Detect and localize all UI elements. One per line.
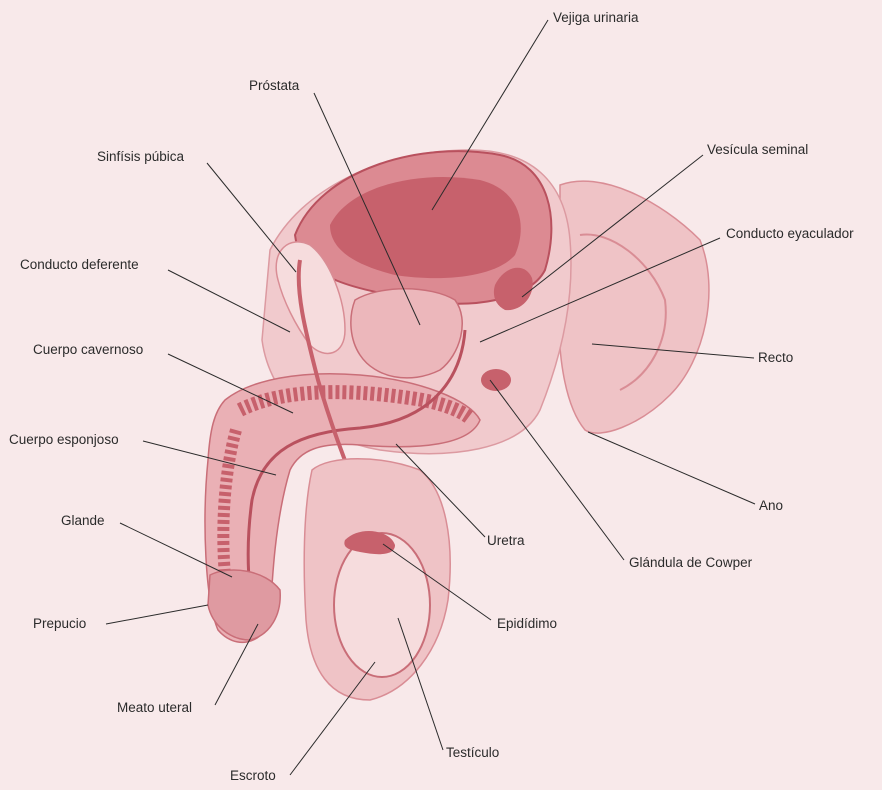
- label-vejiga-urinaria: Vejiga urinaria: [553, 11, 639, 25]
- label-vesicula-seminal: Vesícula seminal: [707, 143, 808, 157]
- label-ano: Ano: [759, 499, 783, 513]
- label-prostata: Próstata: [249, 79, 299, 93]
- label-cuerpo-esponjoso: Cuerpo esponjoso: [9, 433, 119, 447]
- label-sinfisis-pubica: Sinfísis púbica: [97, 150, 184, 164]
- label-glandula-cowper: Glándula de Cowper: [629, 556, 752, 570]
- prostate: [351, 289, 462, 378]
- rectum-shape: [558, 181, 709, 433]
- label-meato-uteral: Meato uteral: [117, 701, 192, 715]
- label-testiculo: Testículo: [446, 746, 499, 760]
- leader-ano: [588, 432, 755, 504]
- leader-sinfisis: [207, 163, 296, 272]
- label-conducto-eyaculador: Conducto eyaculador: [726, 227, 854, 241]
- label-prepucio: Prepucio: [33, 617, 86, 631]
- label-cuerpo-cavernoso: Cuerpo cavernoso: [33, 343, 143, 357]
- anatomy-body: [205, 150, 709, 700]
- testicle: [334, 533, 430, 677]
- label-recto: Recto: [758, 351, 793, 365]
- label-epididimo: Epidídimo: [497, 617, 557, 631]
- label-glande: Glande: [61, 514, 105, 528]
- label-conducto-deferente: Conducto deferente: [20, 258, 139, 272]
- leader-prepucio: [106, 605, 208, 624]
- label-escroto: Escroto: [230, 769, 276, 783]
- label-uretra: Uretra: [487, 534, 525, 548]
